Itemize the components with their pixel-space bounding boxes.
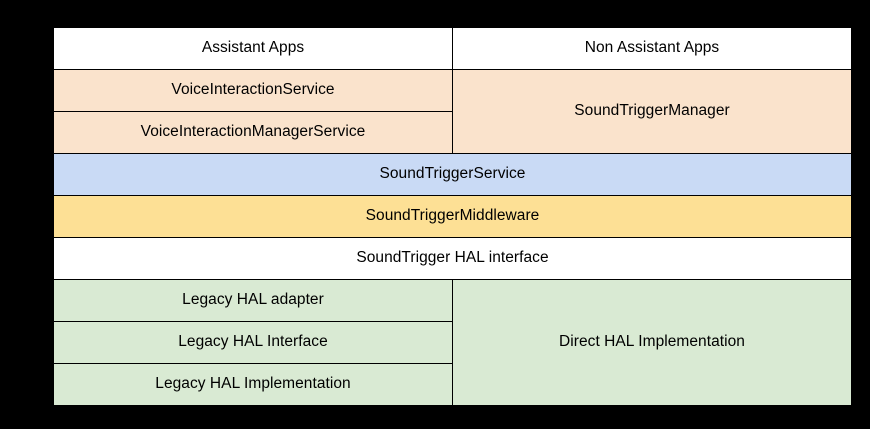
legacy-hal-implementation-row: Legacy HAL Implementation: [53, 363, 852, 406]
cell-voice-interaction-service: VoiceInteractionService: [53, 69, 453, 112]
sound-trigger-service-row: SoundTriggerService: [53, 153, 852, 196]
sound-trigger-hal-interface-row: SoundTrigger HAL interface: [53, 237, 852, 280]
cell-sound-trigger-service: SoundTriggerService: [53, 153, 852, 196]
cell-legacy-hal-implementation: Legacy HAL Implementation: [53, 363, 453, 406]
cell-legacy-hal-interface: Legacy HAL Interface: [53, 321, 453, 364]
cell-voice-interaction-manager-service: VoiceInteractionManagerService: [53, 111, 453, 154]
sound-trigger-middleware-row: SoundTriggerMiddleware: [53, 195, 852, 238]
cell-sound-trigger-hal-interface: SoundTrigger HAL interface: [53, 237, 852, 280]
voice-interaction-manager-service-row: VoiceInteractionManagerService: [53, 111, 852, 154]
legacy-hal-interface-row: Legacy HAL Interface: [53, 321, 852, 364]
cell-sound-trigger-middleware: SoundTriggerMiddleware: [53, 195, 852, 238]
cell-sound-trigger-manager: SoundTriggerManager: [452, 69, 852, 154]
header-assistant-apps: Assistant Apps: [53, 27, 453, 70]
header-non-assistant-apps: Non Assistant Apps: [452, 27, 852, 70]
cell-legacy-hal-adapter: Legacy HAL adapter: [53, 279, 453, 322]
cell-direct-hal-implementation: Direct HAL Implementation: [452, 279, 852, 406]
